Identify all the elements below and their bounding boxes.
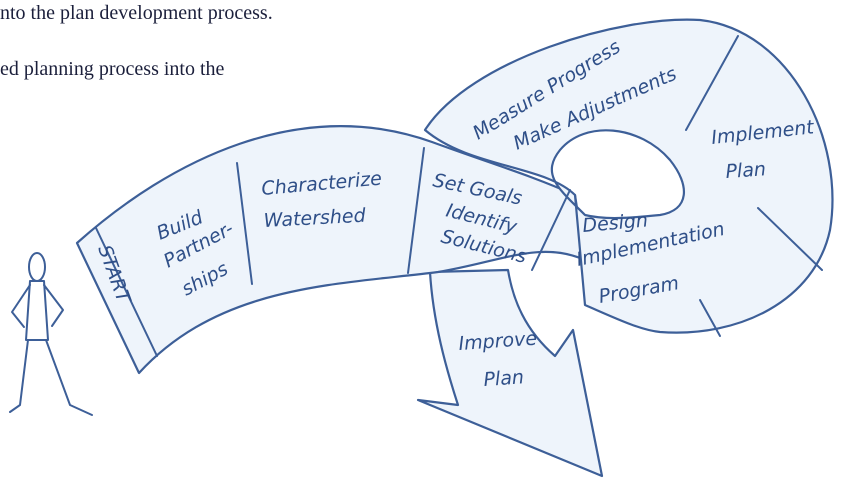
figure-arms (11, 284, 64, 328)
figure-head (28, 252, 46, 282)
step-improve-label-1: Improve (458, 328, 538, 355)
divider-measure-implement (685, 35, 739, 131)
improve-plan-arrow (416, 268, 604, 478)
divider-start-build (95, 227, 158, 357)
stick-figure (9, 252, 93, 416)
step-characterize-label-2: Watershed (263, 205, 367, 232)
divider-goals-design (531, 189, 571, 271)
divider-build-characterize (236, 162, 253, 285)
figure-torso (25, 280, 49, 341)
divider-design-lower (699, 299, 721, 337)
figure-legs (9, 339, 93, 416)
body-text-line-2: ed planning process into the (0, 58, 225, 80)
loop-band (423, 18, 834, 334)
body-text-line-1: nto the plan development process. (0, 2, 273, 24)
step-implement-label-2: Plan (725, 158, 767, 183)
divider-characterize-goals (407, 147, 425, 274)
step-improve-label-2: Plan (483, 366, 525, 391)
divider-implement-design (757, 207, 823, 271)
